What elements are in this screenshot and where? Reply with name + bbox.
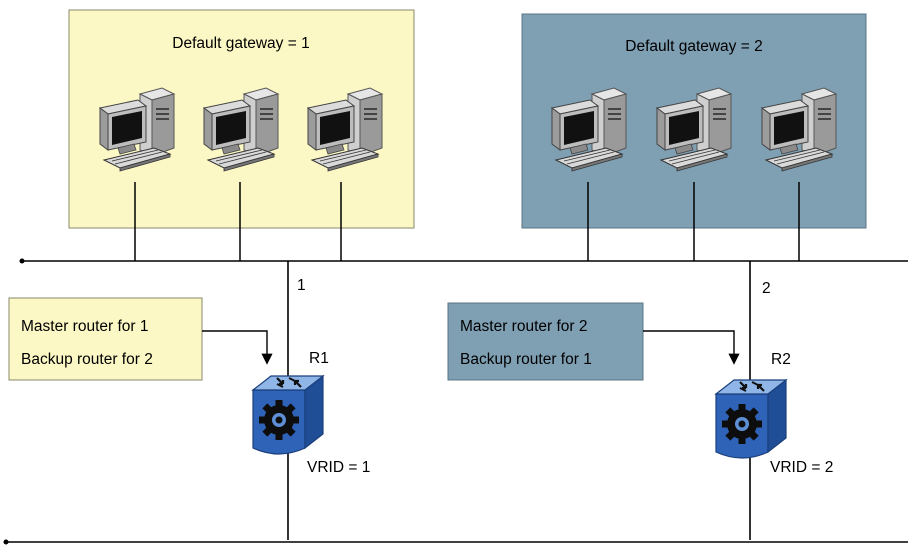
lan-endpoint-dot: [19, 258, 25, 264]
router-icon: [251, 374, 325, 456]
role-box-r1-line1: Master router for 1: [21, 318, 149, 335]
vrid-label-r1: VRID = 1: [307, 459, 370, 476]
role-arrow-r1: [202, 330, 273, 365]
router-name-r2: R2: [771, 351, 791, 368]
role-box-r2-line1: Master router for 2: [460, 318, 588, 335]
router-name-r1: R1: [309, 350, 329, 367]
role-box-r2: [447, 302, 644, 381]
group-label-gateway-1: Default gateway = 1: [172, 35, 309, 52]
router-icon: [714, 378, 788, 460]
pc-drop-lines: [134, 182, 800, 261]
link-number-2: 2: [762, 280, 771, 297]
group-label-gateway-2: Default gateway = 2: [625, 38, 762, 55]
role-box-r2-line2: Backup router for 1: [460, 351, 592, 368]
lan-endpoint-dot: [3, 539, 9, 545]
role-box-r1: [8, 297, 203, 381]
role-arrow-r2: [643, 330, 740, 365]
vrid-label-r2: VRID = 2: [770, 459, 833, 476]
link-number-1: 1: [297, 277, 306, 294]
role-box-r1-line2: Backup router for 2: [21, 351, 153, 368]
